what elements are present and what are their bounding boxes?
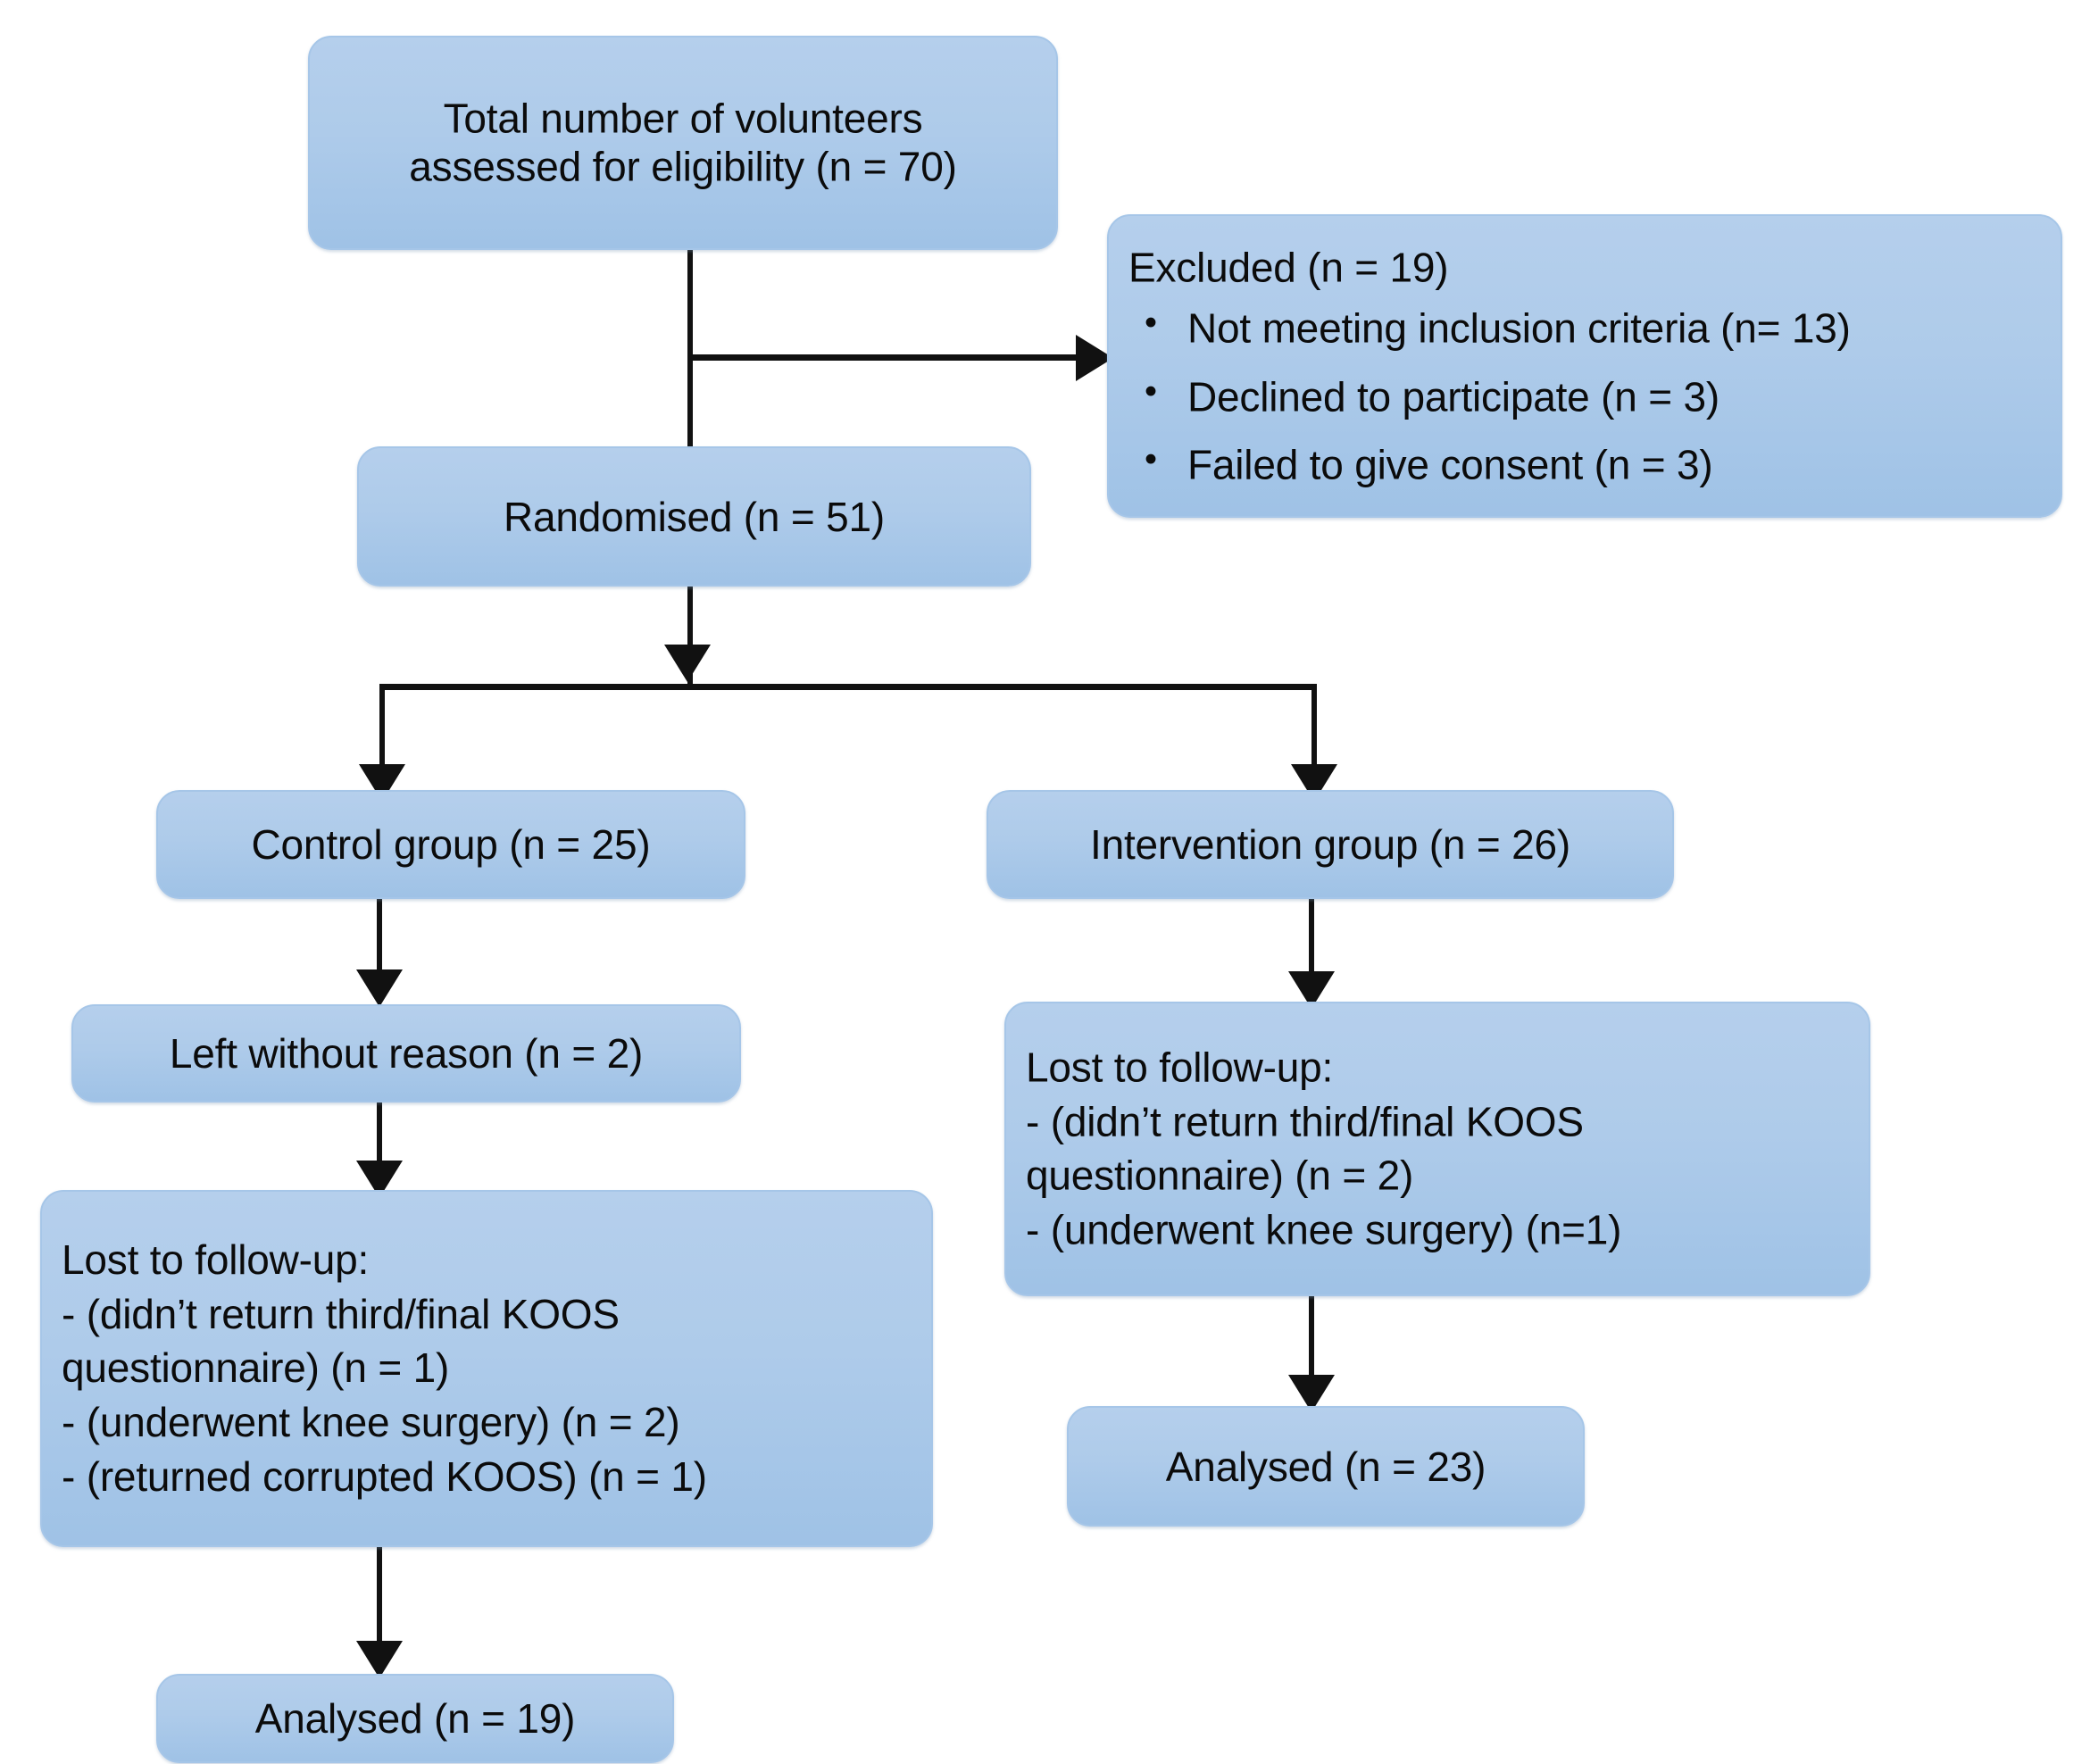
node-excluded-reason-item: Declined to participate (n = 3): [1128, 370, 2041, 420]
connector-intervention-lost-to-analysed: [1309, 1290, 1314, 1415]
node-control-lost-text: Lost to follow-up: - (didn’t return thir…: [42, 1233, 931, 1504]
node-excluded-reason-list: Not meeting inclusion criteria (n= 13) D…: [1128, 303, 2041, 489]
node-intervention-analysed[interactable]: Analysed (n = 23): [1067, 1406, 1585, 1527]
node-control-lost-line-4: - (underwent knee surgery) (n = 2): [62, 1399, 680, 1446]
connector-split-bar: [379, 684, 1317, 690]
node-control-left-without-reason[interactable]: Left without reason (n = 2): [71, 1004, 741, 1102]
connector-intervention-to-lost: [1309, 893, 1314, 1009]
node-assessed-line-2: assessed for eligibility (n = 70): [409, 144, 957, 190]
node-intervention-lost-text: Lost to follow-up: - (didn’t return thir…: [1006, 1041, 1869, 1258]
node-intervention-group[interactable]: Intervention group (n = 26): [987, 790, 1674, 899]
node-excluded-reason-item: Not meeting inclusion criteria (n= 13): [1128, 303, 2041, 353]
node-control-lost-line-3: questionnaire) (n = 1): [62, 1344, 450, 1392]
node-control-left-label: Left without reason (n = 2): [169, 1029, 644, 1077]
node-assessed-for-eligibility[interactable]: Total number of volunteers assessed for …: [308, 36, 1058, 250]
connector-control-lost-to-analysed: [377, 1541, 382, 1675]
node-intervention-lost-line-1: Lost to follow-up:: [1026, 1044, 1334, 1091]
node-control-analysed[interactable]: Analysed (n = 19): [156, 1674, 674, 1763]
connector-split-right-leg: [1311, 684, 1317, 800]
node-intervention-lost-to-followup[interactable]: Lost to follow-up: - (didn’t return thir…: [1004, 1002, 1870, 1296]
arrow-down-icon-randomised: [664, 645, 711, 682]
node-assessed-text: Total number of volunteers assessed for …: [310, 95, 1056, 192]
node-excluded-text: Excluded (n = 19) Not meeting inclusion …: [1109, 243, 2061, 488]
connector-split-left-leg: [379, 684, 385, 800]
node-intervention-analysed-text: Analysed (n = 23): [1069, 1442, 1583, 1490]
node-intervention-lost-line-2: - (didn’t return third/final KOOS: [1026, 1098, 1584, 1145]
node-intervention-group-text: Intervention group (n = 26): [988, 820, 1672, 869]
arrow-down-icon-left-without-reason: [356, 969, 403, 1007]
node-randomised-text: Randomised (n = 51): [359, 492, 1029, 540]
connector-to-excluded-line: [687, 354, 1080, 361]
node-control-group-text: Control group (n = 25): [158, 820, 744, 869]
node-control-analysed-text: Analysed (n = 19): [158, 1694, 672, 1743]
arrow-down-icon-control-analysed: [356, 1641, 403, 1678]
node-control-group-label: Control group (n = 25): [251, 820, 651, 868]
node-control-lost-line-5: - (returned corrupted KOOS) (n = 1): [62, 1453, 707, 1501]
node-excluded-heading: Excluded (n = 19): [1128, 244, 1449, 291]
node-intervention-group-label: Intervention group (n = 26): [1090, 820, 1570, 868]
node-excluded-reason-item: Failed to give consent (n = 3): [1128, 438, 2041, 488]
node-control-lost-line-1: Lost to follow-up:: [62, 1236, 370, 1284]
connector-control-to-left-without-reason: [377, 893, 382, 991]
node-intervention-analysed-label: Analysed (n = 23): [1165, 1443, 1486, 1490]
connector-assessed-to-randomised: [687, 248, 693, 505]
node-randomised-label: Randomised (n = 51): [503, 493, 886, 540]
node-control-analysed-label: Analysed (n = 19): [254, 1694, 576, 1742]
node-assessed-line-1: Total number of volunteers: [443, 95, 923, 142]
node-intervention-lost-line-3: questionnaire) (n = 2): [1026, 1152, 1414, 1199]
node-excluded[interactable]: Excluded (n = 19) Not meeting inclusion …: [1107, 214, 2062, 518]
node-control-lost-to-followup[interactable]: Lost to follow-up: - (didn’t return thir…: [40, 1190, 933, 1547]
node-control-group[interactable]: Control group (n = 25): [156, 790, 745, 899]
node-intervention-lost-line-4: - (underwent knee surgery) (n=1): [1026, 1206, 1622, 1253]
connector-left-without-reason-to-lost: [377, 1096, 382, 1194]
node-control-left-text: Left without reason (n = 2): [73, 1029, 739, 1078]
connector-randomised-down: [687, 580, 693, 687]
node-control-lost-line-2: - (didn’t return third/final KOOS: [62, 1290, 620, 1337]
node-randomised[interactable]: Randomised (n = 51): [357, 446, 1031, 587]
